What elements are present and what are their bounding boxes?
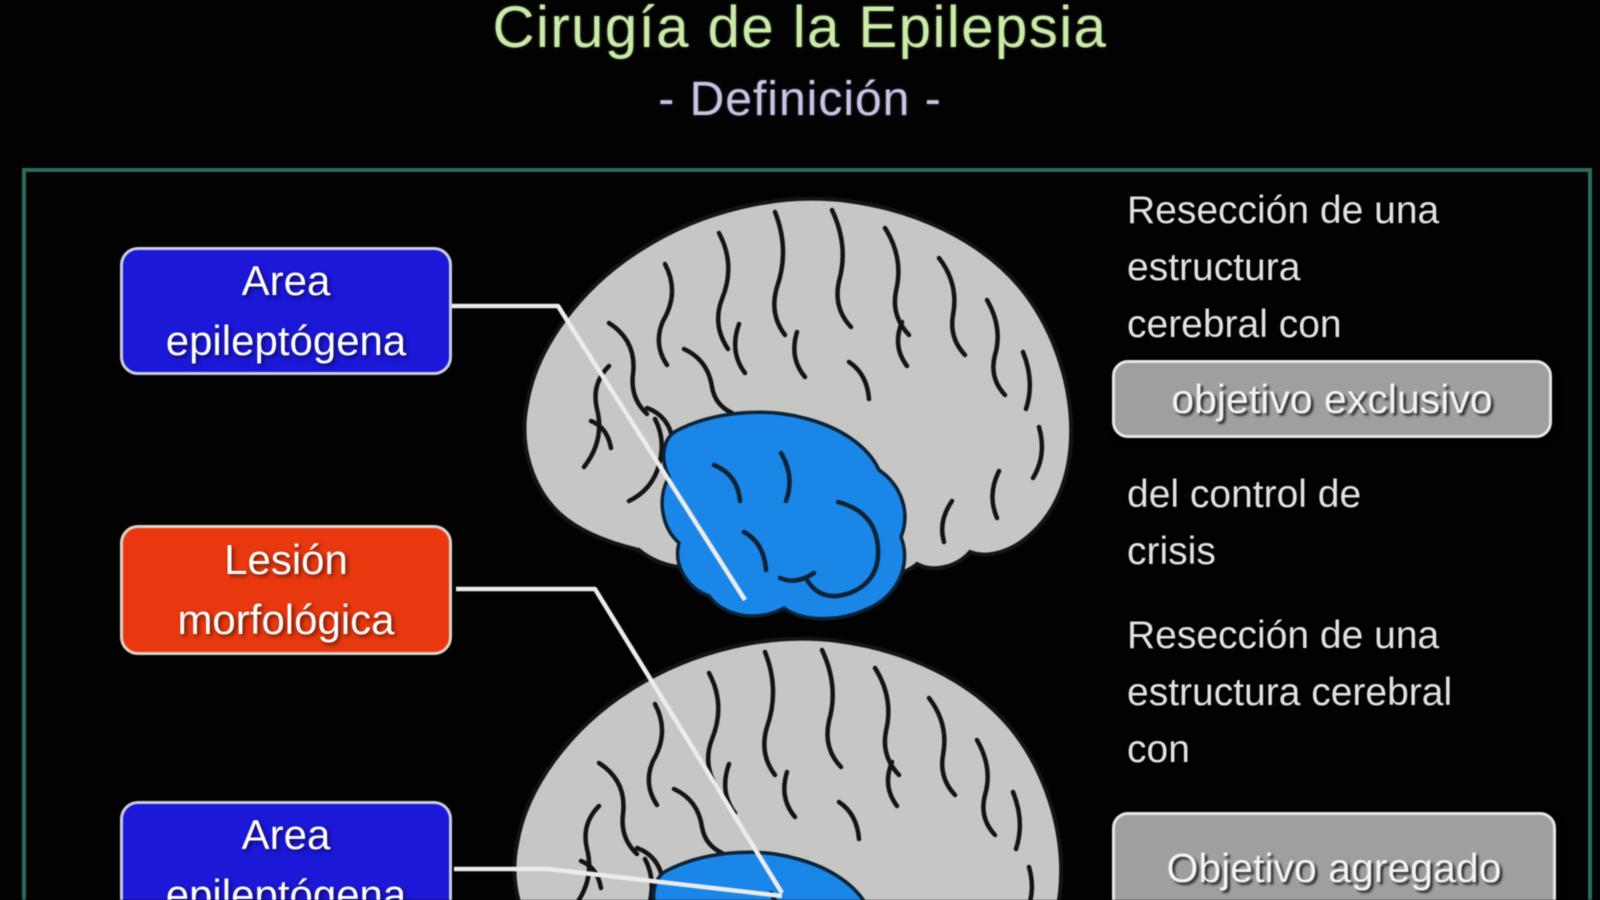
label-area-epileptogena-bottom: Area epileptógena [120,801,452,900]
slide-title: Cirugía de la Epilepsia [492,0,1108,60]
label-line: Area [241,811,331,858]
text-line: estructura cerebral [1127,671,1453,714]
text-line: cerebral con [1127,303,1342,346]
label-area-epileptogena-top: Area epileptógena [120,247,452,375]
text-line: con [1127,728,1190,771]
text-line: Resección de una [1127,614,1440,657]
label-lesion-morfologica: Lesión morfológica [120,525,452,655]
label-line: morfológica [177,596,395,643]
highlight-box-objetivo-exclusivo: objetivo exclusivo [1112,360,1552,438]
brain-bottom-illustration [478,612,1078,900]
highlight-box-objetivo-agregado: Objetivo agregado [1112,812,1556,900]
text-line: crisis [1127,530,1216,573]
highlight-text: Objetivo agregado [1166,844,1502,891]
text-line: del control de [1127,473,1362,516]
label-line: epileptógena [165,871,407,900]
definition-text-1: Resección de una estructura cerebral con [1127,182,1439,353]
label-line: Lesión [224,536,348,583]
content-frame [22,168,1592,900]
brain-top-illustration [522,196,1074,621]
definition-text-3: Resección de una estructura cerebral con [1127,607,1452,778]
label-line: epileptógena [165,317,407,364]
label-line: Area [241,257,331,304]
highlight-text: objetivo exclusivo [1171,375,1493,422]
text-line: estructura [1127,246,1301,289]
text-line: Resección de una [1127,189,1440,232]
slide-subtitle: - Definición - [658,73,942,126]
definition-text-2: del control de crisis [1127,466,1361,580]
